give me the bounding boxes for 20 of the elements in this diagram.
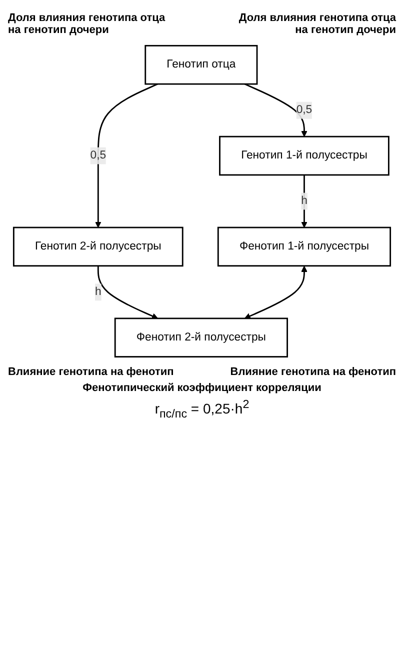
annotation: Доля влияния генотипа отца на генотип дочери [238, 12, 396, 36]
node-box: Фенотип 1-й полусестры [217, 226, 392, 267]
formula: r$_{пс/пс}$ = 0,25·h$^{2}$ [154, 398, 250, 421]
node-box: Генотип 2-й полусестры [12, 226, 184, 267]
annotation: Влияние генотипа на фенотип [230, 366, 396, 378]
annotation: Доля влияния генотипа отца на генотип дочери [8, 12, 166, 36]
node-box: Генотип 1-й полусестры [219, 136, 390, 176]
arrow [244, 83, 308, 137]
arrow [95, 83, 158, 228]
arrow [244, 266, 308, 319]
annotation: Фенотипический коэффициент корреляции [82, 382, 322, 394]
edge-label: h [94, 286, 102, 298]
arrow [301, 174, 308, 228]
annotation: Влияние генотипа на фенотип [8, 366, 174, 378]
arrow [97, 266, 158, 319]
edge-label: 0,5 [90, 149, 106, 162]
edge-label: 0,5 [296, 104, 312, 116]
edge-label: h [301, 194, 308, 207]
node-box: Фенотип 2-й полусестры [114, 318, 288, 358]
node-box: Генотип отца [144, 44, 258, 85]
